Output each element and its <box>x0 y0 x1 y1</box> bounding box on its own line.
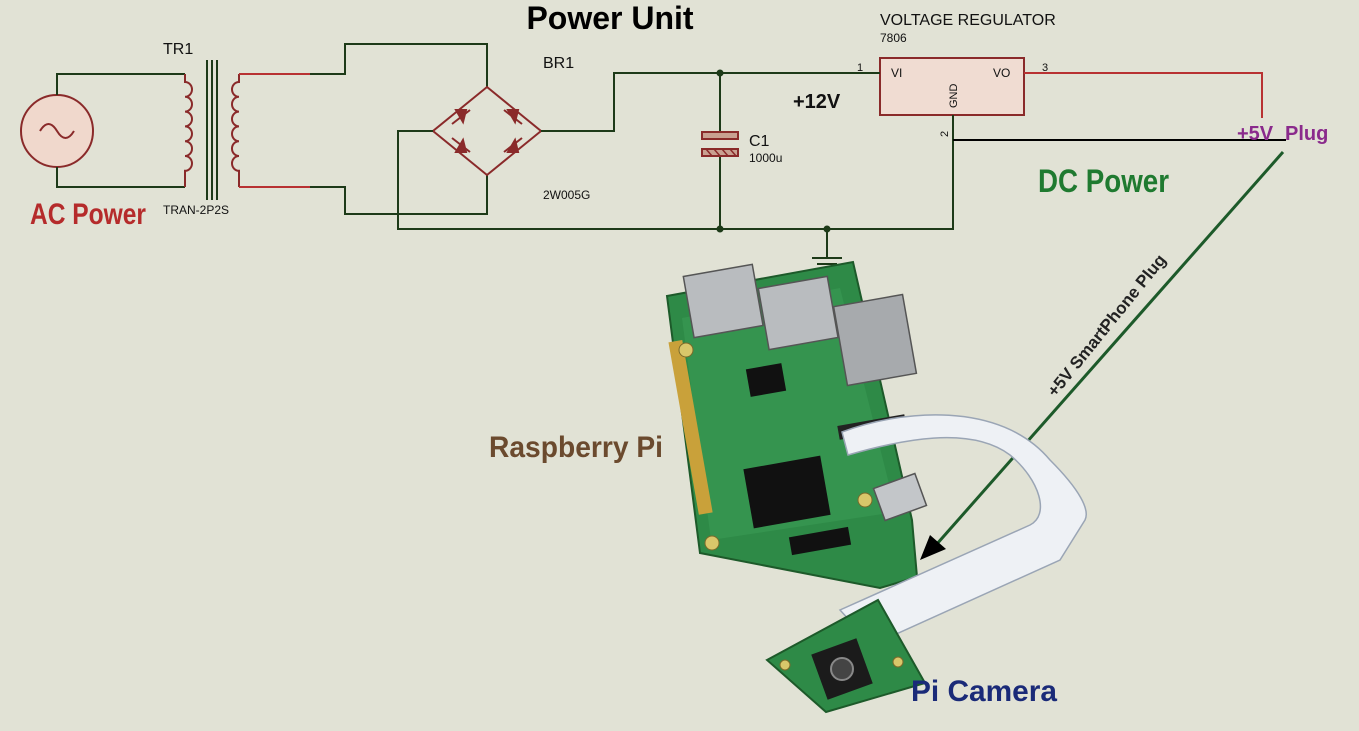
ac-source-symbol <box>20 94 94 168</box>
bridge-rectifier-symbol <box>431 85 543 177</box>
regulator-pin-in-number: 1 <box>857 62 863 74</box>
bridge-part: 2W005G <box>543 188 590 202</box>
smartphone-plug-label: +5V SmartPhone Plug <box>1044 251 1170 401</box>
wire-dc-rail <box>541 72 849 132</box>
plug-label: Plug <box>1285 123 1328 145</box>
regulator-pin-out-number: 3 <box>1042 62 1048 74</box>
wire-ac-top <box>56 73 185 95</box>
raspberry-pi-label: Raspberry Pi <box>489 431 663 464</box>
transformer-part: TRAN-2P2S <box>163 203 229 217</box>
raspberry-pi-board <box>665 260 928 590</box>
bridge-ref: BR1 <box>543 55 574 72</box>
capacitor-symbol <box>701 131 739 157</box>
dc-power-label: DC Power <box>1038 163 1169 199</box>
ac-power-label: AC Power <box>30 198 146 231</box>
capacitor-value: 1000u <box>749 151 782 165</box>
plug-voltage-label: +5V <box>1237 123 1274 145</box>
regulator-title: VOLTAGE REGULATOR <box>880 12 1056 29</box>
rail-voltage-label: +12V <box>793 91 841 113</box>
cable-arrowhead <box>920 535 946 560</box>
wire-ground-rail <box>397 130 954 230</box>
regulator-part: 7806 <box>880 31 907 45</box>
wire-sec-top <box>310 43 488 87</box>
regulator-pin-out-label: VO <box>993 66 1010 80</box>
capacitor-ref: C1 <box>749 133 770 150</box>
smartphone-cable <box>934 151 1285 546</box>
transformer-symbol <box>184 60 240 200</box>
regulator-pin-in-label: VI <box>891 66 902 80</box>
diagram-title: Power Unit <box>526 0 693 36</box>
pi-camera-module <box>765 598 927 714</box>
wire-ac-bottom <box>56 167 185 188</box>
regulator-body <box>879 57 1025 116</box>
transformer-ref: TR1 <box>163 41 193 58</box>
regulator-pin-gnd-number: 2 <box>939 131 951 137</box>
pi-camera-label: Pi Camera <box>911 675 1057 708</box>
regulator-pin-gnd-label: GND <box>948 84 960 109</box>
wire-sec-bottom <box>310 175 488 215</box>
wire-5v-out <box>1024 72 1263 118</box>
